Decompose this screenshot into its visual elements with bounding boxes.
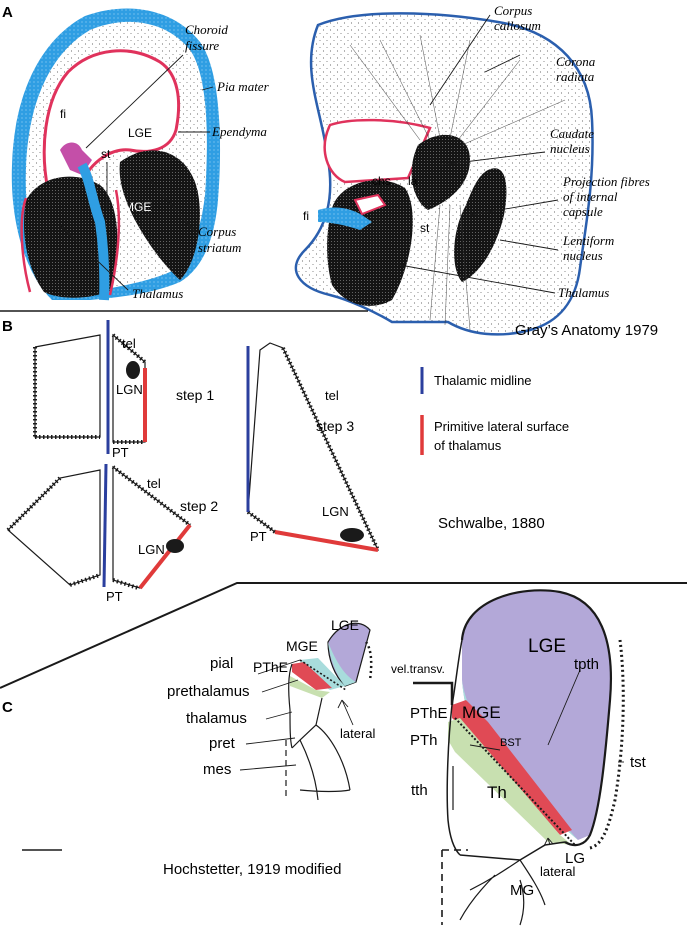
c-lateral-large: lateral (540, 864, 576, 879)
legend-blue-label: Thalamic midline (434, 373, 532, 388)
citation-grays: Gray’s Anatomy 1979 (515, 322, 658, 339)
panel-a-left-drawing (11, 8, 221, 301)
label-lge-left: LGE (128, 126, 152, 140)
b-tel-3: tel (325, 388, 339, 403)
c-tpth: tpth (574, 656, 599, 673)
c-bst: BST (500, 737, 522, 749)
panel-a-letter: A (2, 4, 13, 21)
label-choroid-2: fissure (185, 38, 219, 53)
label-thalamus-left: Thalamus (132, 286, 183, 301)
label-thalamus-right: Thalamus (558, 285, 609, 300)
b-step3: step 3 (316, 418, 354, 434)
c-mes: mes (203, 761, 231, 778)
b-tel-2: tel (147, 476, 161, 491)
legend-red-label-2: of thalamus (434, 438, 502, 453)
label-caudate-2: nucleus (550, 141, 590, 156)
panel-c-large-leaders (469, 669, 624, 847)
label-st-left: st (101, 147, 111, 161)
label-corpus-callosum-2: callosum (494, 18, 541, 33)
c-mge-small: MGE (286, 638, 318, 654)
label-choroid-1: Choroid (185, 22, 228, 37)
label-chs: chs (372, 174, 391, 188)
label-corpus-callosum-1: Corpus (494, 3, 532, 18)
b-step2: step 2 (180, 498, 218, 514)
b-step1: step 1 (176, 387, 214, 403)
b-pt-1: PT (112, 445, 129, 460)
c-th: Th (487, 783, 507, 802)
c-lge-large: LGE (528, 636, 566, 657)
b-lgn-1: LGN (116, 382, 143, 397)
panel-c-small-drawing (285, 622, 373, 801)
panel-c-large-drawing (413, 589, 625, 926)
c-lateral-small: lateral (340, 726, 376, 741)
c-pthe-large: PThE (410, 705, 448, 722)
panel-b-letter: B (2, 318, 13, 335)
c-prethalamus: prethalamus (167, 683, 250, 700)
label-lentiform-2: nucleus (563, 248, 603, 263)
label-corpus-2: striatum (198, 240, 241, 255)
label-pia-mater: Pia mater (216, 79, 270, 94)
divider-bc (0, 582, 687, 689)
label-fi-left: fi (60, 107, 66, 121)
label-caudate-1: Caudate (550, 126, 594, 141)
panel-b-lines (102, 320, 379, 590)
b-pt-3: PT (250, 529, 267, 544)
label-projection-1: Projection fibres (562, 174, 650, 189)
label-ependyma: Ependyma (211, 124, 267, 139)
c-thalamus: thalamus (186, 710, 247, 727)
b-lgn-2: LGN (138, 542, 165, 557)
b-lgn-3: LGN (322, 504, 349, 519)
c-lg: LG (565, 850, 585, 867)
label-fi-right: fi (303, 209, 309, 223)
legend-red-label-1: Primitive lateral surface (434, 419, 569, 434)
label-la: la (408, 174, 418, 188)
citation-schwalbe: Schwalbe, 1880 (438, 515, 545, 532)
c-vel-transv: vel.transv. (391, 662, 445, 676)
c-pial: pial (210, 655, 233, 672)
c-tst: tst (630, 754, 647, 771)
label-corpus-1: Corpus (198, 224, 236, 239)
c-mge-large: MGE (462, 703, 501, 722)
panel-c-letter: C (2, 699, 13, 716)
c-pth: PTh (410, 732, 438, 749)
label-projection-2: of internal (563, 189, 618, 204)
panel-a-right-drawing (294, 12, 594, 336)
c-pthe-small: PThE (253, 659, 288, 675)
citation-hochstetter: Hochstetter, 1919 modified (163, 861, 341, 878)
c-mg: MG (510, 882, 534, 899)
c-tth: tth (411, 782, 428, 799)
c-pret: pret (209, 735, 236, 752)
label-projection-3: capsule (563, 204, 603, 219)
b-tel-1: tel (122, 336, 136, 351)
c-lge-small: LGE (331, 617, 359, 633)
b-pt-2: PT (106, 589, 123, 604)
panel-a-left-leaders (59, 54, 214, 291)
label-lentiform-1: Lentiform (562, 233, 614, 248)
label-st-right: st (420, 221, 430, 235)
label-corona-1: Corona (556, 54, 596, 69)
panel-c-small-leaders (239, 659, 354, 771)
label-corona-2: radiata (556, 69, 595, 84)
panel-a-right-leaders (399, 14, 559, 294)
label-mge-left: MGE (124, 200, 151, 214)
panel-b-drawings (6, 333, 380, 590)
